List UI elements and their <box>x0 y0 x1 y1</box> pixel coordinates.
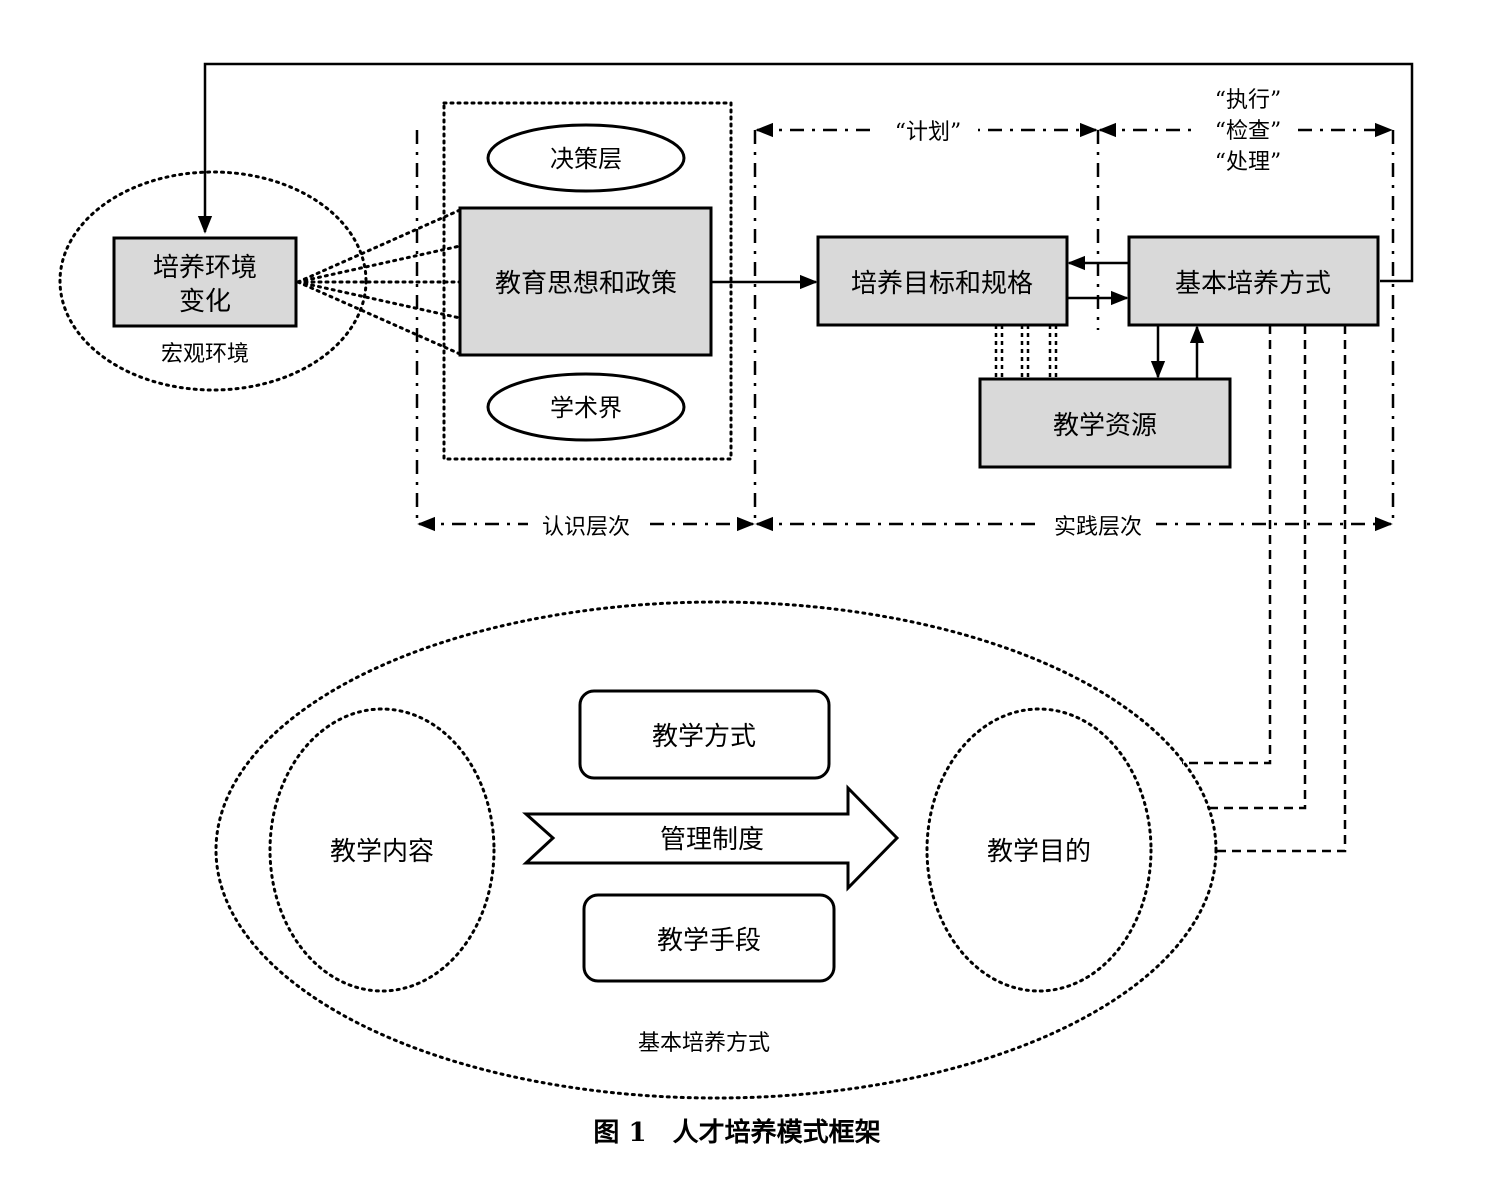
environment-policy-connection-fan <box>296 208 462 356</box>
process-label: “处理” <box>1215 150 1282 175</box>
basic-mode-outer-ellipse <box>214 600 1218 1100</box>
figure-caption: 图 1 人才培养模式框架 <box>593 1117 880 1148</box>
academia-ellipse <box>486 372 686 442</box>
education-policy-box <box>458 206 713 357</box>
teaching-means-box <box>582 893 836 983</box>
education-policy-label: 教育思想和政策 <box>495 269 677 299</box>
cultivation-goals-box <box>816 235 1069 327</box>
management-system-label: 管理制度 <box>660 825 764 855</box>
teaching-purpose-ellipse <box>925 707 1153 993</box>
basic-mode-to-purpose-dashed-links <box>1182 325 1347 853</box>
practice-level-label: 实践层次 <box>1054 515 1142 540</box>
check-label: “检查” <box>1215 119 1282 144</box>
basic-mode-box <box>1127 235 1380 327</box>
environment-change-label-line1: 培养环境 <box>153 253 257 283</box>
decision-layer-ellipse <box>486 123 686 193</box>
teaching-means-label: 教学手段 <box>657 926 761 956</box>
decision-layer-label: 决策层 <box>550 145 622 173</box>
environment-change-box <box>112 236 298 328</box>
teaching-purpose-label: 教学目的 <box>987 837 1091 867</box>
basic-mode-label: 基本培养方式 <box>1175 269 1331 299</box>
management-system-arrow <box>522 784 900 892</box>
goals-resources-connectors <box>994 325 1058 379</box>
macro-environment-label: 宏观环境 <box>161 342 249 367</box>
teaching-method-label: 教学方式 <box>652 722 756 752</box>
academia-label: 学术界 <box>550 394 622 422</box>
cultivation-goals-label: 培养目标和规格 <box>851 269 1033 299</box>
teaching-content-ellipse <box>268 707 496 993</box>
cognition-level-label: 认识层次 <box>542 515 630 540</box>
teaching-resources-label: 教学资源 <box>1053 411 1157 441</box>
teaching-method-box <box>578 689 831 780</box>
basic-mode-outer-label: 基本培养方式 <box>638 1031 770 1056</box>
macro-environment-ellipse <box>58 170 368 392</box>
feedback-loop-arrow <box>197 62 1414 283</box>
teaching-content-label: 教学内容 <box>330 837 434 867</box>
execute-label: “执行” <box>1215 88 1282 113</box>
plan-label: “计划” <box>895 120 962 145</box>
environment-change-label-line2: 变化 <box>179 287 231 317</box>
teaching-resources-box <box>978 377 1232 469</box>
